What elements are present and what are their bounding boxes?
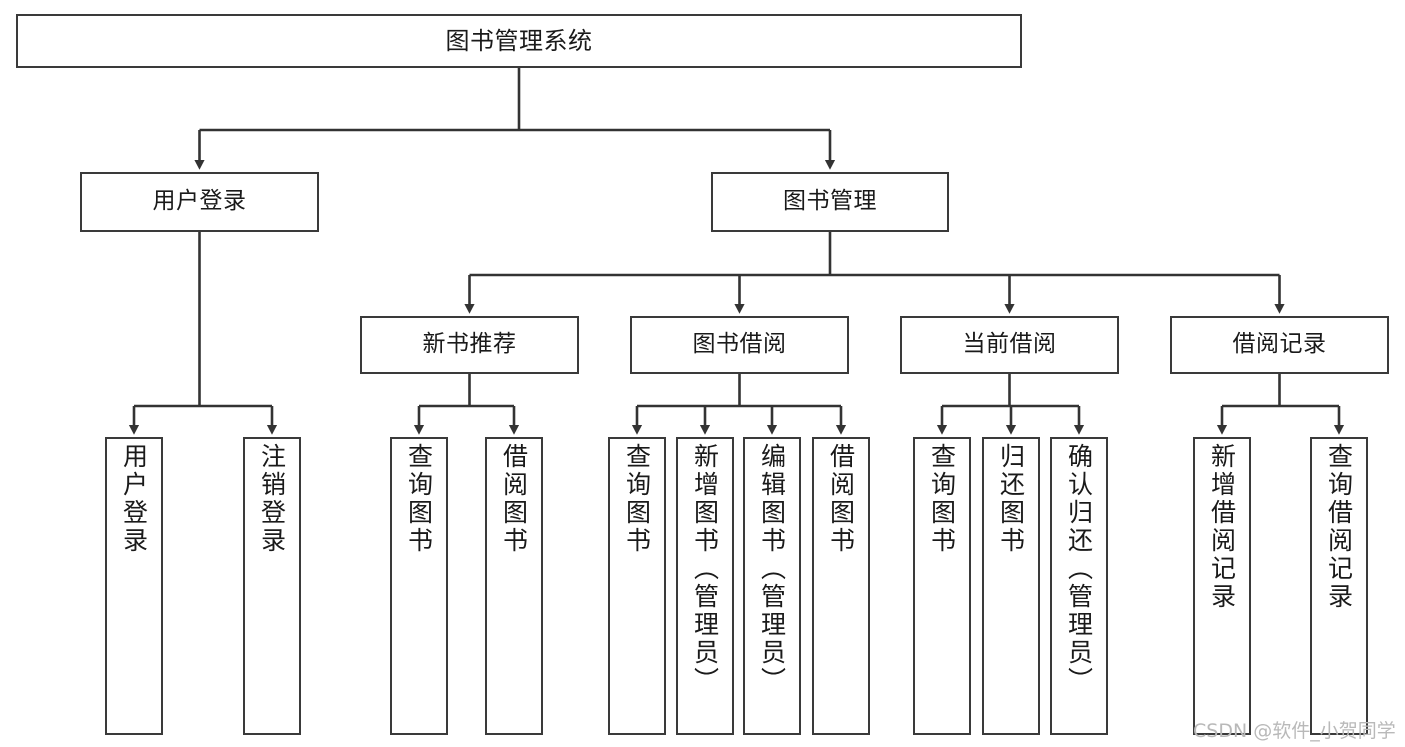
node-current-borrow[interactable]: 当前借阅 (900, 316, 1119, 374)
node-label: 注销登录 (257, 443, 287, 555)
node-leaf-br-add[interactable]: 新增借阅记录 (1193, 437, 1251, 735)
node-label: 借阅记录 (1232, 331, 1327, 358)
node-label: 新书推荐 (422, 331, 517, 358)
node-label: 当前借阅 (962, 331, 1057, 358)
node-label: 借阅图书 (826, 443, 856, 555)
node-leaf-bb-add[interactable]: 新增图书（管理员） (676, 437, 734, 735)
node-leaf-bb-query[interactable]: 查询图书 (608, 437, 666, 735)
node-label: 确认归还（管理员） (1064, 443, 1094, 695)
node-label: 编辑图书（管理员） (757, 443, 787, 695)
node-label: 新增借阅记录 (1207, 443, 1237, 611)
node-label: 归还图书 (996, 443, 1026, 555)
node-leaf-cb-return[interactable]: 归还图书 (982, 437, 1040, 735)
node-label: 借阅图书 (499, 443, 529, 555)
node-leaf-cb-query[interactable]: 查询图书 (913, 437, 971, 735)
node-leaf-user-logout[interactable]: 注销登录 (243, 437, 301, 735)
node-new-book-rec[interactable]: 新书推荐 (360, 316, 579, 374)
node-user-login[interactable]: 用户登录 (80, 172, 319, 232)
node-leaf-user-login[interactable]: 用户登录 (105, 437, 163, 735)
node-label: 用户登录 (152, 188, 247, 215)
node-book-borrow[interactable]: 图书借阅 (630, 316, 849, 374)
node-leaf-cb-confirm[interactable]: 确认归还（管理员） (1050, 437, 1108, 735)
node-label: 图书借阅 (692, 331, 787, 358)
node-label: 图书管理系统 (445, 26, 593, 55)
node-label: 查询图书 (622, 443, 652, 555)
node-borrow-record[interactable]: 借阅记录 (1170, 316, 1389, 374)
node-root[interactable]: 图书管理系统 (16, 14, 1022, 68)
node-book-manage[interactable]: 图书管理 (711, 172, 949, 232)
node-label: 查询借阅记录 (1324, 443, 1354, 611)
node-label: 查询图书 (927, 443, 957, 555)
node-leaf-rec-borrow[interactable]: 借阅图书 (485, 437, 543, 735)
node-label: 新增图书（管理员） (690, 443, 720, 695)
node-label: 图书管理 (783, 188, 877, 215)
node-leaf-rec-query[interactable]: 查询图书 (390, 437, 448, 735)
node-leaf-br-query[interactable]: 查询借阅记录 (1310, 437, 1368, 735)
node-leaf-bb-edit[interactable]: 编辑图书（管理员） (743, 437, 801, 735)
csdn-watermark: CSDN @软件_小贺同学 (1193, 720, 1396, 742)
node-label: 查询图书 (404, 443, 434, 555)
node-leaf-bb-borrow[interactable]: 借阅图书 (812, 437, 870, 735)
node-label: 用户登录 (119, 443, 149, 555)
